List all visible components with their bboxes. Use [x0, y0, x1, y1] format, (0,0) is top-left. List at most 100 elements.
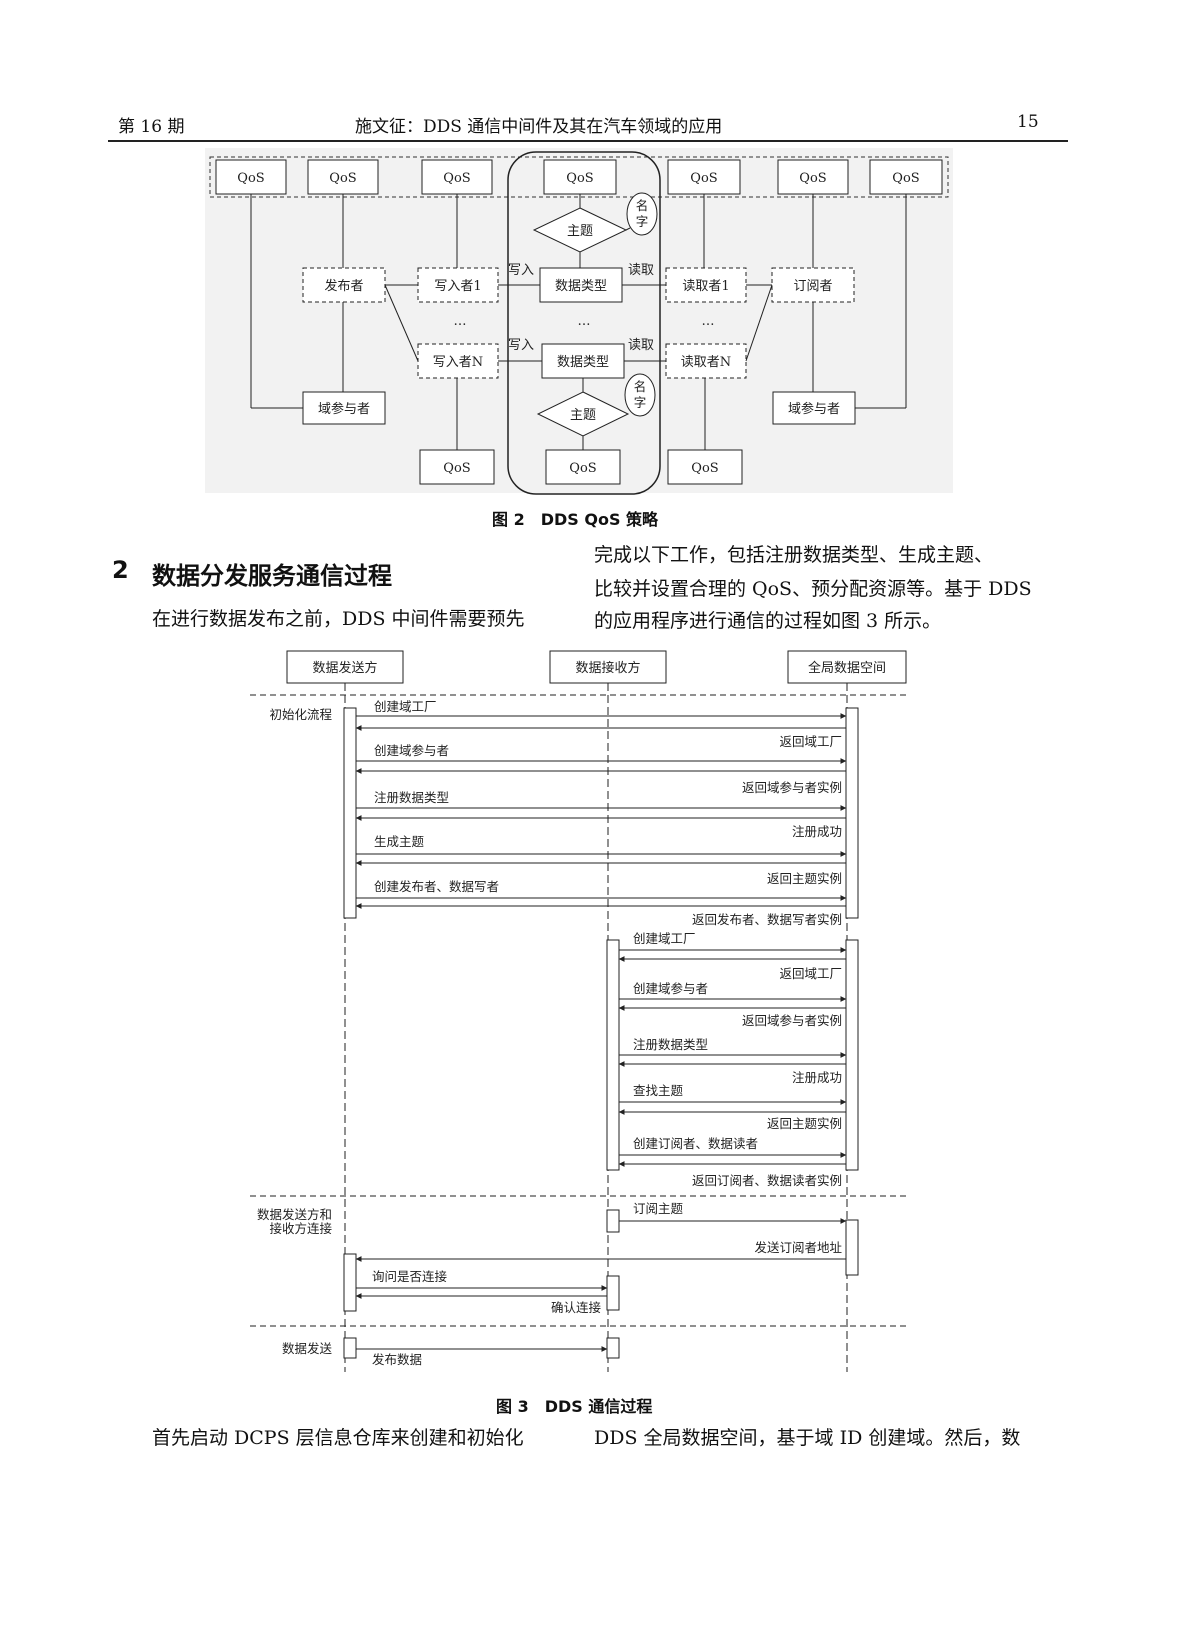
activation-bar	[343, 1253, 357, 1312]
activation-bar	[606, 1337, 620, 1359]
svg-text:创建域工厂: 创建域工厂	[633, 931, 696, 946]
svg-text:写入者1: 写入者1	[434, 279, 481, 294]
svg-text:返回域参与者实例: 返回域参与者实例	[742, 780, 842, 795]
read-label: 读取	[628, 338, 654, 353]
send-messages: 发布数据	[356, 1346, 608, 1367]
ellipsis: …	[454, 314, 467, 329]
qos-box: QoS	[777, 159, 849, 195]
page-number: 15	[1017, 112, 1039, 132]
svg-text:QoS: QoS	[443, 461, 470, 476]
svg-text:QoS: QoS	[566, 171, 593, 186]
svg-text:创建发布者、数据写者: 创建发布者、数据写者	[374, 879, 499, 894]
name-ellipse: 名 字	[624, 373, 656, 417]
qos-box: QoS	[543, 159, 617, 195]
svg-text:返回主题实例: 返回主题实例	[767, 871, 842, 886]
activation-bar	[845, 707, 859, 919]
paragraph2-right: DDS 全局数据空间，基于域 ID 创建域。然后，数	[594, 1427, 1021, 1449]
svg-text:QoS: QoS	[237, 171, 264, 186]
datatype-box: 数据类型	[539, 267, 623, 303]
activation-bar	[606, 939, 620, 1171]
receiver-init-messages: 创建域工厂 返回域工厂 创建域参与者 返回域参与者实例 注册数据类型 注册成功 …	[618, 931, 847, 1188]
svg-text:发布数据: 发布数据	[372, 1352, 422, 1367]
lane-global: 全局数据空间	[787, 650, 907, 684]
activation-bar	[845, 1219, 859, 1276]
svg-text:返回发布者、数据写者实例: 返回发布者、数据写者实例	[692, 912, 842, 927]
qos-box: QoS	[215, 159, 287, 195]
svg-text:QoS: QoS	[892, 171, 919, 186]
paragraph-right-line1: 完成以下工作，包括注册数据类型、生成主题、	[594, 544, 994, 566]
svg-text:订阅者: 订阅者	[793, 279, 832, 294]
running-title: 施文征：DDS 通信中间件及其在汽车领域的应用	[355, 117, 723, 137]
svg-text:写入者N: 写入者N	[433, 355, 483, 370]
svg-text:字: 字	[636, 214, 649, 229]
figure3-caption: 图 3 DDS 通信过程	[496, 1397, 653, 1416]
section-title: 数据分发服务通信过程	[152, 562, 392, 590]
svg-text:名: 名	[636, 198, 649, 213]
svg-text:返回主题实例: 返回主题实例	[767, 1116, 842, 1131]
activation-bar	[845, 939, 859, 1171]
svg-text:发布者: 发布者	[324, 278, 363, 294]
svg-text:主题: 主题	[570, 408, 596, 423]
activation-bar	[606, 1275, 620, 1311]
name-ellipse: 名 字	[626, 192, 658, 236]
header-rule	[108, 140, 1068, 142]
svg-text:询问是否连接: 询问是否连接	[372, 1269, 448, 1284]
svg-text:返回域参与者实例: 返回域参与者实例	[742, 1013, 842, 1028]
reader-1-box: 读取者1	[665, 267, 747, 303]
svg-text:数据接收方: 数据接收方	[575, 660, 640, 676]
svg-text:注册数据类型: 注册数据类型	[374, 790, 449, 805]
write-label: 写入	[508, 263, 534, 278]
phase-init-label: 初始化流程	[269, 707, 332, 722]
svg-text:注册成功: 注册成功	[792, 824, 842, 839]
section-number: 2	[112, 556, 129, 584]
writer-1-box: 写入者1	[417, 267, 499, 303]
svg-text:字: 字	[634, 395, 647, 410]
qos-box: QoS	[667, 159, 741, 195]
activation-bar	[606, 1209, 620, 1233]
qos-box: QoS	[307, 159, 379, 195]
sender-init-messages: 创建域工厂 返回域工厂 创建域参与者 返回域参与者实例 注册数据类型 注册成功 …	[355, 699, 847, 927]
paragraph-right-line3: 的应用程序进行通信的过程如图 3 所示。	[594, 610, 942, 632]
svg-text:名: 名	[634, 379, 647, 394]
ellipsis: …	[578, 314, 591, 329]
svg-text:创建域参与者: 创建域参与者	[633, 981, 708, 996]
figure2-background	[205, 148, 953, 493]
svg-text:域参与者: 域参与者	[788, 401, 840, 417]
reader-n-box: 读取者N	[665, 343, 747, 379]
ellipsis: …	[702, 314, 715, 329]
svg-text:创建域参与者: 创建域参与者	[374, 743, 449, 758]
figure3-sequence-diagram: 数据发送方 数据接收方 全局数据空间 初始化流程 数据发送方和 接收方连接 数据…	[250, 650, 910, 1372]
lane-sender: 数据发送方	[286, 650, 404, 684]
topic-diamond: 主题	[536, 391, 630, 437]
svg-text:QoS: QoS	[691, 461, 718, 476]
read-label: 读取	[628, 263, 654, 278]
svg-text:数据类型: 数据类型	[555, 279, 607, 294]
svg-text:生成主题: 生成主题	[374, 834, 425, 849]
svg-text:发送订阅者地址: 发送订阅者地址	[754, 1240, 842, 1255]
svg-text:QoS: QoS	[569, 461, 596, 476]
phase-connect-label: 数据发送方和	[257, 1207, 332, 1222]
svg-text:注册成功: 注册成功	[792, 1070, 842, 1085]
figure2-caption: 图 2 DDS QoS 策略	[492, 510, 659, 529]
qos-box: QoS	[421, 159, 493, 195]
paragraph-left: 在进行数据发布之前，DDS 中间件需要预先	[152, 608, 525, 630]
svg-text:查找主题: 查找主题	[633, 1083, 684, 1098]
figure2-diagram: QoS QoS QoS QoS QoS QoS QoS QoS QoS QoS …	[205, 148, 953, 495]
svg-text:注册数据类型: 注册数据类型	[633, 1037, 708, 1052]
svg-text:数据类型: 数据类型	[557, 355, 609, 370]
writer-n-box: 写入者N	[417, 343, 499, 379]
svg-text:读取者N: 读取者N	[681, 355, 731, 370]
svg-text:确认连接: 确认连接	[551, 1300, 602, 1315]
phase-connect-label: 接收方连接	[269, 1221, 332, 1236]
svg-text:QoS: QoS	[443, 171, 470, 186]
svg-text:订阅主题: 订阅主题	[633, 1201, 684, 1216]
svg-text:域参与者: 域参与者	[318, 401, 370, 417]
write-label: 写入	[508, 338, 534, 353]
svg-text:QoS: QoS	[690, 171, 717, 186]
svg-text:返回域工厂: 返回域工厂	[779, 734, 842, 749]
svg-text:返回订阅者、数据读者实例: 返回订阅者、数据读者实例	[692, 1173, 842, 1188]
qos-band	[209, 156, 949, 198]
svg-text:QoS: QoS	[329, 171, 356, 186]
phase-send-label: 数据发送	[282, 1341, 333, 1356]
connect-messages: 订阅主题 发送订阅者地址 询问是否连接 确认连接	[355, 1201, 847, 1315]
